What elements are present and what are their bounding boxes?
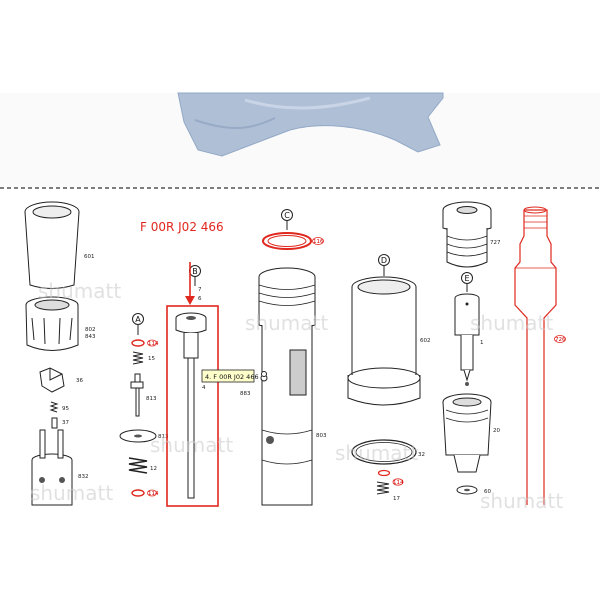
circle-label-d: D: [381, 256, 387, 265]
label-803: 803: [316, 433, 327, 439]
part-12-spring: [128, 457, 148, 474]
label-12: 12: [150, 466, 157, 472]
code-114-c: 114: [393, 480, 404, 486]
part-601-cap: [24, 201, 80, 289]
watermark-1: shumatt: [38, 279, 121, 303]
part-60-washer: [456, 485, 478, 495]
part-20-cap-nut: [442, 393, 492, 473]
part-number-tag: [201, 369, 255, 383]
part-95-spring: [49, 401, 59, 413]
part-832-base: [31, 429, 73, 506]
code-116: 116: [313, 239, 324, 245]
label-602: 602: [420, 338, 431, 344]
part-17-spring: [376, 481, 390, 495]
part-37-pin: [51, 417, 58, 429]
label-17: 17: [393, 496, 400, 502]
label-813-a: 813: [146, 396, 157, 402]
circle-label-c-ring: [281, 209, 293, 221]
part-1-nozzle: [454, 293, 480, 386]
label-b-6: 6: [198, 296, 202, 302]
part-727-nut: [442, 201, 492, 268]
part-802-nut: [25, 296, 79, 351]
label-601: 601: [84, 254, 95, 260]
circle-label-e-ring: [461, 272, 473, 284]
watermark-4: shumatt: [150, 433, 233, 457]
watermark-5: shumatt: [335, 441, 418, 465]
part-32-ring: [351, 439, 417, 465]
label-802: 802: [85, 327, 96, 333]
watermark-2: shumatt: [245, 311, 328, 335]
code-726: 726: [555, 337, 566, 343]
part-36-clip: [39, 367, 65, 393]
part-803-body: [258, 267, 316, 506]
label-32: 32: [418, 452, 425, 458]
part-114-seal-a: [131, 339, 145, 347]
part-602-sleeve: [347, 276, 421, 406]
circle-label-a: A: [135, 315, 141, 324]
label-813-b: 813: [158, 434, 169, 440]
part-116-seal: [262, 232, 312, 250]
highlight-box: [166, 305, 219, 507]
watermark-6: shumatt: [30, 481, 113, 505]
label-843: 843: [85, 334, 96, 340]
callout-arrow: [185, 262, 195, 305]
part-4-valve: [175, 312, 207, 499]
part-114-seal-b: [131, 489, 145, 497]
label-36: 36: [76, 378, 83, 384]
watermark-7: shumatt: [480, 489, 563, 513]
label-95: 95: [62, 406, 69, 412]
label-15: 15: [148, 356, 155, 362]
label-b-7: 7: [198, 287, 202, 293]
part-number-tag-text: 4. F 00R J02 466: [205, 373, 259, 381]
callout-part-number: F 00R J02 466: [140, 220, 224, 234]
part-813-disc: [119, 429, 157, 443]
code-114-b: 114: [148, 491, 159, 497]
circle-label-e: E: [464, 274, 469, 283]
label-1: 1: [480, 340, 484, 346]
code-114-a: 114: [148, 341, 159, 347]
circle-label-a-ring: [132, 313, 144, 325]
part-726-injector-outline: [514, 206, 557, 505]
circle-label-b: B: [192, 267, 198, 276]
label-60: 60: [484, 489, 491, 495]
label-832: 832: [78, 474, 89, 480]
circle-label-d-ring: [378, 254, 390, 266]
circle-label-c: C: [284, 211, 290, 220]
product-photo: [0, 92, 600, 188]
label-727: 727: [490, 240, 501, 246]
label-b-4: 4: [202, 385, 206, 391]
label-883: 883: [240, 391, 251, 397]
label-20: 20: [493, 428, 500, 434]
part-15-spring: [132, 351, 144, 365]
part-813-armature: [130, 373, 144, 417]
watermark-3: shumatt: [470, 311, 553, 335]
label-37: 37: [62, 420, 69, 426]
